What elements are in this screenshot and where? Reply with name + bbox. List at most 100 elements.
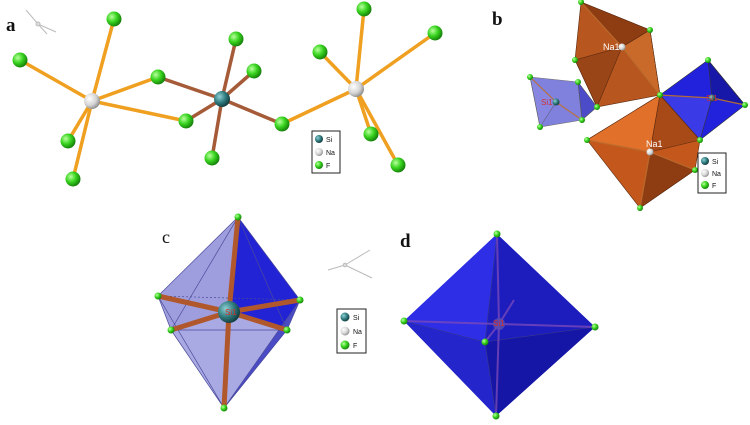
f-atom	[150, 69, 166, 85]
f-atom	[106, 11, 122, 27]
f-atoms-c	[154, 213, 304, 412]
legend-c: Si Na F	[336, 308, 367, 354]
f-atom	[705, 57, 711, 63]
legend-si-marker	[340, 312, 350, 322]
f-atom	[591, 323, 599, 331]
si-atom	[214, 91, 230, 107]
f-atom	[296, 296, 304, 304]
panel-a: a	[6, 1, 443, 187]
na-atom	[618, 43, 626, 51]
f-atom	[527, 74, 533, 80]
f-atom	[692, 167, 698, 173]
si-octahedron-d-face	[404, 234, 497, 342]
f-atom	[274, 116, 290, 132]
axis-orientation-icon	[25, 9, 57, 35]
f-atom	[220, 404, 228, 412]
legend-b: Si Na F	[697, 152, 727, 194]
f-atom	[657, 92, 663, 98]
f-atom	[154, 292, 162, 300]
legend-si-marker	[701, 157, 709, 165]
f-atom	[537, 124, 543, 130]
legend-na-label: Na	[353, 329, 362, 336]
legend-si-label: Si	[353, 315, 360, 322]
f-atom	[697, 137, 703, 143]
legend-na-marker	[701, 169, 709, 177]
legend-na-label: Na	[326, 150, 335, 157]
na-label-top: Na1	[603, 42, 620, 52]
f-atom	[312, 44, 328, 60]
legend-na-marker	[340, 326, 350, 336]
f-atom	[204, 150, 220, 166]
f-atom	[492, 412, 500, 420]
na-label-bottom: Na1	[646, 139, 663, 149]
legend-si-label: Si	[326, 137, 333, 144]
panel-d: d Si1	[400, 230, 599, 420]
si-label-right: Si1	[706, 94, 718, 103]
f-atom	[584, 137, 590, 143]
f-atom	[283, 326, 291, 334]
panel-label-d: d	[400, 231, 411, 252]
si-atom	[708, 94, 716, 102]
f-atom	[594, 104, 600, 110]
f-atom	[493, 230, 501, 238]
si-label-d: Si1	[493, 319, 505, 328]
f-atom	[427, 25, 443, 41]
si-atom	[218, 301, 240, 323]
legend-na-label: Na	[712, 171, 721, 178]
na-bonds-left	[18, 17, 188, 181]
legend-a: Si Na F	[311, 130, 341, 174]
f-atom	[742, 102, 748, 108]
na-bonds-right	[280, 7, 437, 167]
axis-orientation-icon	[327, 249, 373, 279]
na-atom	[348, 81, 364, 97]
panel-label-b: b	[492, 9, 503, 30]
na-atom	[84, 93, 100, 109]
na-octahedron-bottom	[586, 94, 701, 209]
legend-f-label: F	[353, 343, 357, 350]
f-atom	[578, 0, 584, 5]
si-octahedron-d-face	[404, 321, 496, 416]
f-atom	[246, 63, 262, 79]
si-octahedron-right	[659, 59, 746, 141]
f-atom	[363, 126, 379, 142]
f-atom	[637, 205, 643, 211]
f-atom	[579, 117, 585, 123]
legend-f-marker	[315, 161, 323, 169]
legend-f-marker	[701, 181, 709, 189]
si-octahedron-lower-face	[171, 313, 287, 408]
panel-c: c	[154, 213, 373, 412]
b-internal-bonds	[529, 1, 746, 209]
f-atom	[12, 52, 28, 68]
si-octahedron-d-face	[485, 234, 595, 342]
legend-f-label: F	[712, 183, 716, 190]
f-atom	[572, 57, 578, 63]
f-atom	[481, 338, 489, 346]
na-atom	[646, 148, 654, 156]
si-atom	[552, 98, 560, 106]
legend-f-label: F	[326, 163, 330, 170]
f-atom	[234, 213, 242, 221]
f-atom	[356, 1, 372, 17]
f-atom	[60, 133, 76, 149]
si-label-left: Si1	[541, 98, 553, 107]
si-atom	[493, 318, 505, 330]
f-atom	[167, 326, 175, 334]
f-atom	[647, 27, 653, 33]
legend-si-marker	[315, 135, 323, 143]
legend-na-marker	[315, 148, 323, 156]
si-label-c: Si1	[225, 308, 237, 317]
f-atom	[228, 31, 244, 47]
f-atom	[178, 113, 194, 129]
na-octahedron-top	[574, 1, 661, 108]
f-atom	[65, 171, 81, 187]
f-atoms-b	[527, 0, 748, 211]
f-atoms-d	[400, 230, 599, 420]
f-atoms-a	[12, 1, 443, 187]
legend-si-label: Si	[712, 159, 719, 166]
f-atom	[575, 79, 581, 85]
panel-label-c: c	[162, 227, 170, 247]
f-atom	[400, 317, 408, 325]
panel-b: b	[492, 0, 748, 211]
si-octahedron-d-face	[485, 327, 595, 416]
